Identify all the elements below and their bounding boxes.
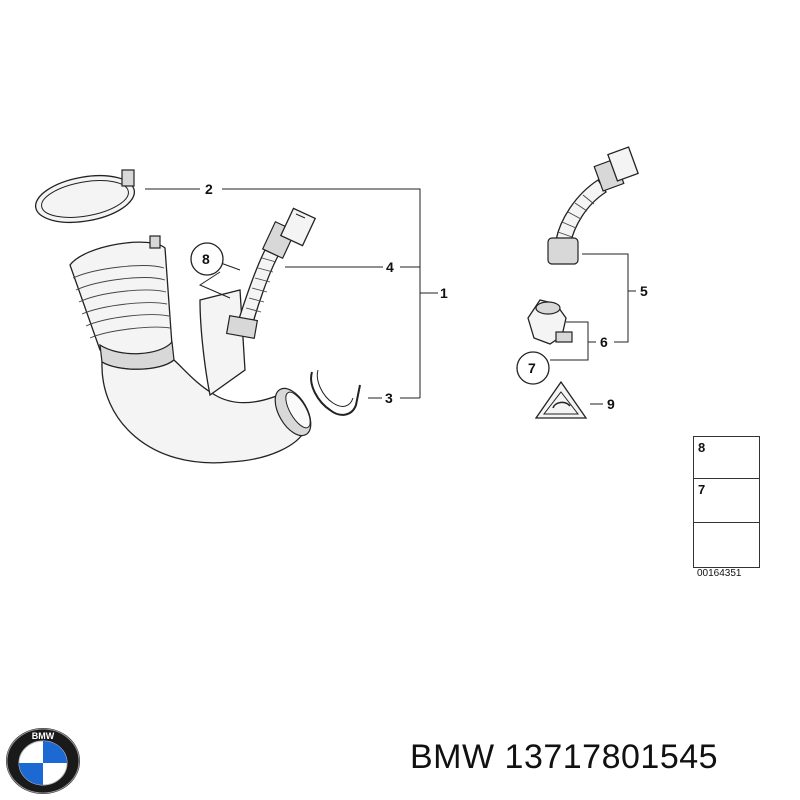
leader-lines	[145, 188, 636, 405]
callout-1: 1	[440, 285, 448, 301]
callout-9: 9	[607, 396, 615, 412]
callout-7: 7	[528, 360, 536, 376]
callout-2: 2	[205, 181, 213, 197]
callout-circle-7	[516, 351, 550, 385]
brand-name: BMW	[410, 738, 495, 776]
hose-clamp-part	[34, 169, 136, 223]
callout-5: 5	[640, 283, 648, 299]
legend-cell-7: 7	[694, 479, 759, 523]
legend-num-7: 7	[698, 482, 706, 497]
part-number: 13717801545	[504, 738, 719, 776]
callout-3: 3	[385, 390, 393, 406]
diagram-id: 00164351	[697, 568, 742, 579]
callout-circle-8	[190, 242, 224, 276]
callout-8: 8	[202, 251, 210, 267]
vent-hose-part	[225, 207, 317, 339]
callout-4: 4	[386, 259, 394, 275]
bmw-logo-icon: BMW	[6, 728, 80, 794]
callout-6: 6	[600, 334, 608, 350]
brand-caption: BMW 13717801545	[410, 738, 718, 777]
wire-clip-part	[310, 369, 361, 416]
connector-part	[527, 299, 573, 345]
legend-cell-8: 8	[694, 437, 759, 479]
warning-label-part	[534, 380, 588, 419]
intake-duct-part	[69, 235, 312, 464]
logo-letters: BMW	[32, 731, 55, 741]
legend-box: 8 7	[693, 436, 760, 568]
legend-num-8: 8	[698, 440, 706, 455]
upper-hose-part	[547, 146, 639, 265]
